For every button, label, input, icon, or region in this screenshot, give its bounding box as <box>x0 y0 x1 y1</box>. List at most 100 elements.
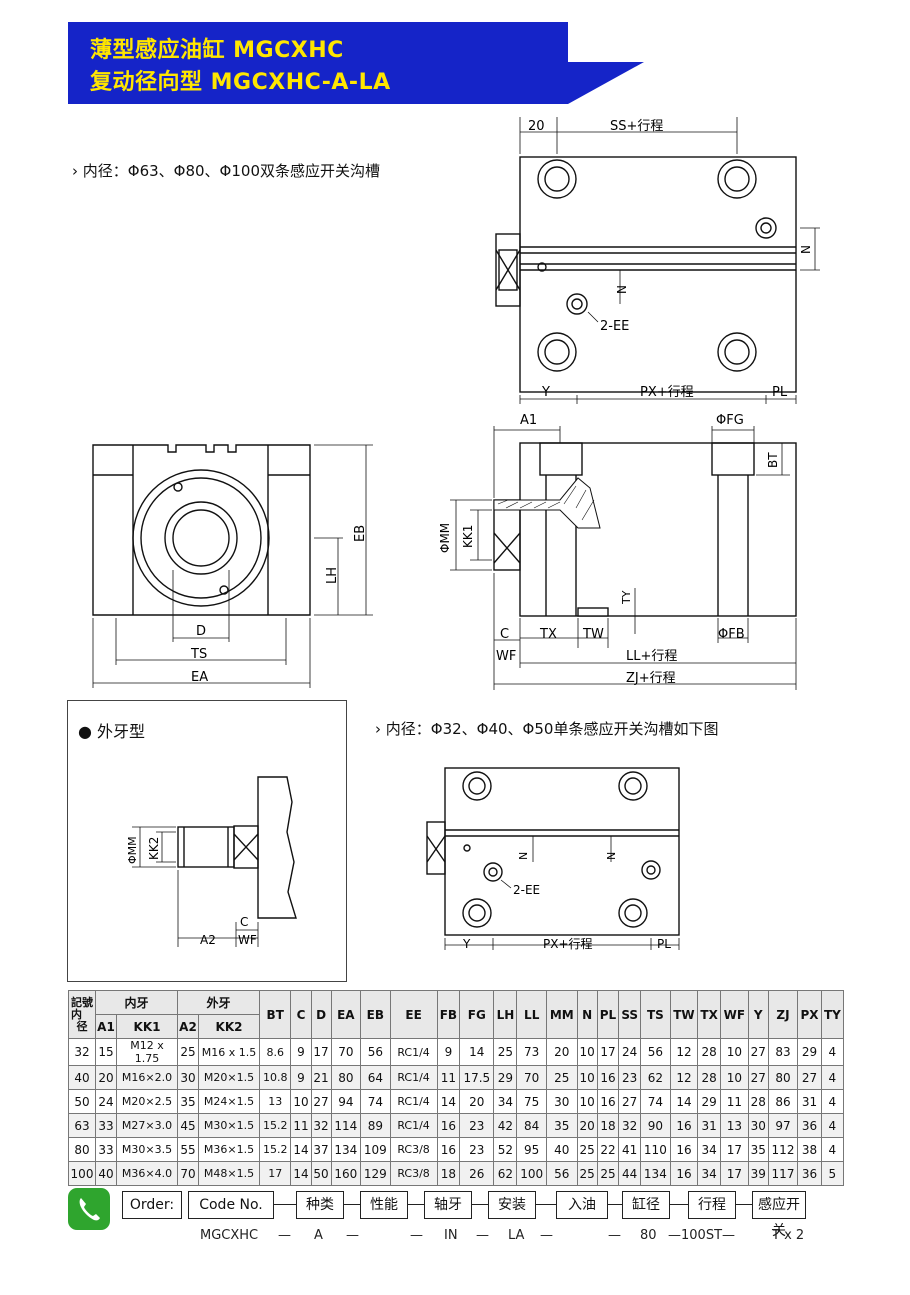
order-example-code: LA <box>508 1228 525 1243</box>
table-cell: 117 <box>767 1161 799 1186</box>
table-cell: 23 <box>459 1137 495 1162</box>
table-cell: 15.2 <box>258 1137 292 1162</box>
table-cell: 31 <box>697 1113 722 1138</box>
table-cell: 73 <box>516 1038 547 1066</box>
table-cell: 24 <box>618 1038 642 1066</box>
order-connector <box>344 1204 360 1205</box>
table-cell: 33 <box>95 1137 117 1162</box>
table-cell: 110 <box>640 1137 671 1162</box>
table-cell: 39 <box>747 1161 769 1186</box>
table-cell: 14 <box>290 1161 312 1186</box>
table-cell: 27 <box>747 1065 769 1090</box>
table-cell: 84 <box>516 1113 547 1138</box>
dim-tw: TW <box>582 627 604 642</box>
table-cell: 25 <box>576 1161 598 1186</box>
table-cell: 27 <box>797 1065 822 1090</box>
dim-c: C <box>500 627 509 642</box>
table-cell: 56 <box>640 1038 671 1066</box>
table-cell: 83 <box>767 1038 799 1066</box>
dim-ss: SS+行程 <box>610 119 663 134</box>
dim-d: D <box>196 624 206 639</box>
table-cell: 63 <box>68 1113 96 1138</box>
table-cell: 33 <box>95 1113 117 1138</box>
order-example-code: — <box>476 1228 489 1243</box>
table-cell: 27 <box>618 1089 642 1114</box>
order-connector <box>670 1204 688 1205</box>
small-dim-n2: N <box>605 852 618 860</box>
table-cell: 29 <box>697 1089 722 1114</box>
dim-fb: ΦFB <box>718 627 745 642</box>
table-cell: 100 <box>516 1161 547 1186</box>
table-cell: 40 <box>95 1161 117 1186</box>
table-cell: 32 <box>68 1038 96 1066</box>
table-cell: 10 <box>290 1089 312 1114</box>
dim-n-right: N <box>799 245 813 254</box>
external-thread-drawing: ΦMM KK2 C A2 WF <box>126 776 297 947</box>
table-cell: 14 <box>436 1089 461 1114</box>
table-cell: 4 <box>820 1038 845 1066</box>
order-connector <box>536 1204 556 1205</box>
table-cell: 30 <box>545 1089 578 1114</box>
table-cell: 70 <box>330 1038 362 1066</box>
order-box: Order: <box>122 1191 182 1219</box>
table-cell: 21 <box>310 1065 332 1090</box>
order-box: Code No. <box>188 1191 274 1219</box>
table-cell: 11 <box>436 1065 461 1090</box>
table-cell: 14 <box>290 1137 312 1162</box>
order-connector <box>472 1204 488 1205</box>
dim-bt: BT <box>766 452 780 468</box>
table-cell: 9 <box>290 1065 312 1090</box>
ext-dim-wf: WF <box>238 933 257 947</box>
table-cell: 25 <box>596 1161 620 1186</box>
table-cell: 94 <box>330 1089 362 1114</box>
dim-2ee: 2-EE <box>600 319 629 334</box>
table-cell: 109 <box>360 1137 391 1162</box>
table-cell: 20 <box>545 1038 578 1066</box>
table-cell: 16 <box>669 1137 699 1162</box>
table-cell: 28 <box>697 1065 722 1090</box>
table-cell: 23 <box>618 1065 642 1090</box>
table-cell: 20 <box>459 1089 495 1114</box>
table-cell: RC1/4 <box>389 1113 438 1138</box>
dim-ty: TY <box>620 590 633 605</box>
dim-ts: TS <box>190 647 207 662</box>
table-cell: 30 <box>747 1113 769 1138</box>
dim-n-mid: N <box>615 285 629 294</box>
title-line-1: 薄型感应油缸 MGCXHC <box>90 38 344 63</box>
table-cell: 36 <box>797 1161 822 1186</box>
table-cell: 32 <box>310 1113 332 1138</box>
table-cell: M30×1.5 <box>198 1113 260 1138</box>
table-cell: 25 <box>177 1038 199 1066</box>
table-cell: 29 <box>493 1065 518 1090</box>
small-top-view-drawing: N N 2-EE Y PX+行程 PL <box>426 767 680 951</box>
table-cell: 95 <box>516 1137 547 1162</box>
order-example-code: T x 2 <box>772 1228 805 1243</box>
table-cell: 35 <box>545 1113 578 1138</box>
external-thread-title: ● 外牙型 <box>78 722 146 741</box>
table-cell: 16 <box>669 1113 699 1138</box>
table-cell: 10 <box>576 1089 598 1114</box>
table-cell: 114 <box>330 1113 362 1138</box>
order-box: 入油 <box>556 1191 608 1219</box>
dim-ll: LL+行程 <box>626 649 677 664</box>
small-dim-2ee: 2-EE <box>513 883 540 897</box>
note-small-bore: › 内径：Φ32、Φ40、Φ50单条感应开关沟槽如下图 <box>375 720 719 738</box>
order-box: 感应开关 <box>752 1191 806 1239</box>
order-connector <box>736 1204 752 1205</box>
table-cell: 38 <box>797 1137 822 1162</box>
table-cell: M36×4.0 <box>116 1161 178 1186</box>
top-view-drawing: 20 SS+行程 N N 2-EE Y PX+行程 PL <box>495 117 820 404</box>
table-cell: 24 <box>95 1089 117 1114</box>
external-thread-panel <box>67 700 347 982</box>
dim-eb: EB <box>353 525 368 542</box>
title-line-2: 复动径向型 MGCXHC-A-LA <box>90 70 391 95</box>
small-dim-n1: N <box>517 852 530 860</box>
table-cell: 14 <box>459 1038 495 1066</box>
order-box: 种类 <box>296 1191 344 1219</box>
dim-mm: ΦMM <box>438 523 452 553</box>
table-cell: M30×3.5 <box>116 1137 178 1162</box>
table-cell: 5 <box>820 1161 845 1186</box>
table-corner: 記號 内 径 <box>68 990 96 1039</box>
